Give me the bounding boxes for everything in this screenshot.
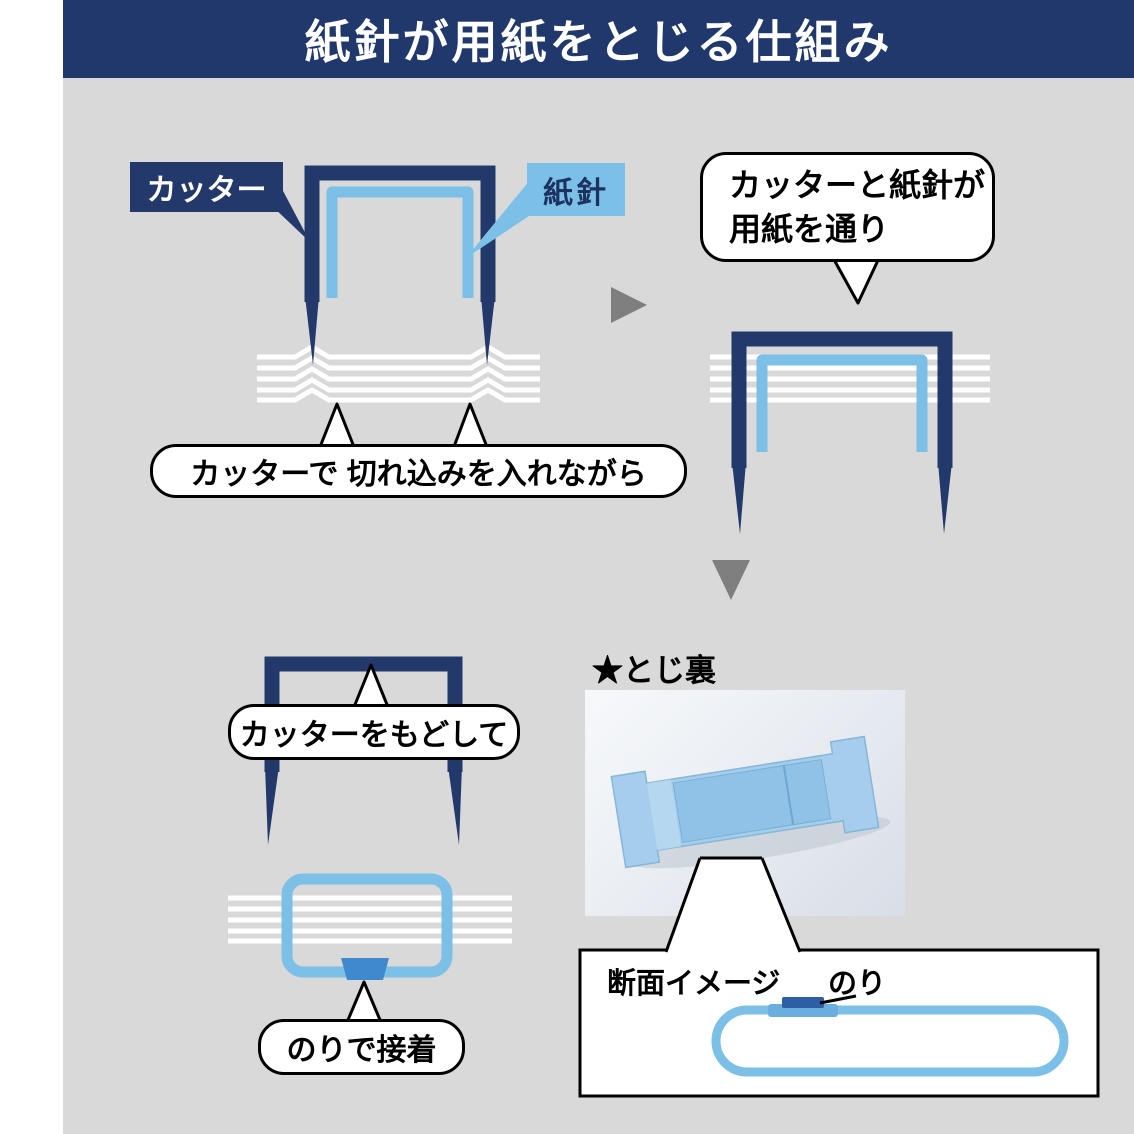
staple-back-flap — [672, 758, 832, 843]
cross-section-glue — [782, 997, 824, 1008]
staple-back-photo-art — [610, 735, 890, 869]
cutter-blade-left-step3 — [265, 766, 279, 845]
paper-sheets-step1 — [257, 344, 540, 403]
paper-sheets-step3 — [228, 895, 512, 944]
page-title: 紙針が用紙をとじる仕組み — [304, 16, 893, 68]
step1-callout: カッターで 切れ込みを入れながら — [150, 444, 687, 498]
step4-callout: のりで接着 — [258, 1019, 465, 1075]
step2-callout-tail — [830, 254, 882, 305]
photo-shadow — [629, 816, 890, 869]
step3-callout: カッターをもどして — [228, 704, 520, 760]
photo-pointer-fill — [666, 858, 800, 952]
step4-caption: のりで接着 — [286, 1034, 437, 1067]
step2-callout: カッターと紙針が 用紙を通り — [700, 152, 995, 262]
cutter-blade-right-step2 — [938, 462, 952, 534]
paper-staple-step2 — [756, 354, 928, 452]
staple-back-highlight — [646, 779, 682, 851]
paper-staple-step1 — [326, 186, 474, 298]
step1-caption: カッターで 切れ込みを入れながら — [190, 458, 647, 491]
glue-pointer-line — [819, 994, 857, 1005]
arrow-right-icon — [611, 287, 647, 323]
step2-caption-line1: カッターと紙針が — [729, 167, 986, 203]
back-view-heading: ★とじ裏 — [592, 645, 716, 690]
arrow-down-icon — [712, 560, 750, 600]
staple-back-fold-line — [782, 765, 795, 825]
glue-label: のり — [828, 960, 886, 1002]
cross-section-label: 断面イメージ — [607, 960, 780, 1002]
title-bar: 紙針が用紙をとじる仕組み — [63, 0, 1134, 78]
cross-section-label-text: 断面イメージ — [607, 968, 781, 1000]
back-view-heading-text: ★とじ裏 — [592, 653, 716, 688]
cutter-staple-step2 — [731, 331, 953, 468]
glue-tab-step3 — [341, 958, 389, 980]
step3-caption: カッターをもどして — [239, 719, 509, 752]
staple-label-text: 紙針 — [543, 176, 609, 210]
cutter-blade-left-step1 — [305, 296, 319, 365]
step2-caption: カッターと紙針が 用紙を通り — [729, 163, 985, 251]
cutter-blade-left-step2 — [732, 462, 746, 534]
cutter-label-text: カッター — [146, 174, 267, 207]
staple-label: 紙針 — [527, 163, 625, 216]
staple-label-tail — [466, 174, 535, 258]
photo-pointer-outline — [664, 856, 802, 953]
cutter-blade-right-step3 — [448, 766, 462, 845]
cutter-label: カッター — [130, 162, 283, 212]
cutter-blade-right-step1 — [481, 296, 495, 365]
staple-back-photo — [585, 690, 905, 916]
step2-caption-line2: 用紙を通り — [729, 211, 890, 247]
cross-section-ring — [711, 1005, 1069, 1077]
glue-label-text: のり — [828, 968, 887, 1000]
